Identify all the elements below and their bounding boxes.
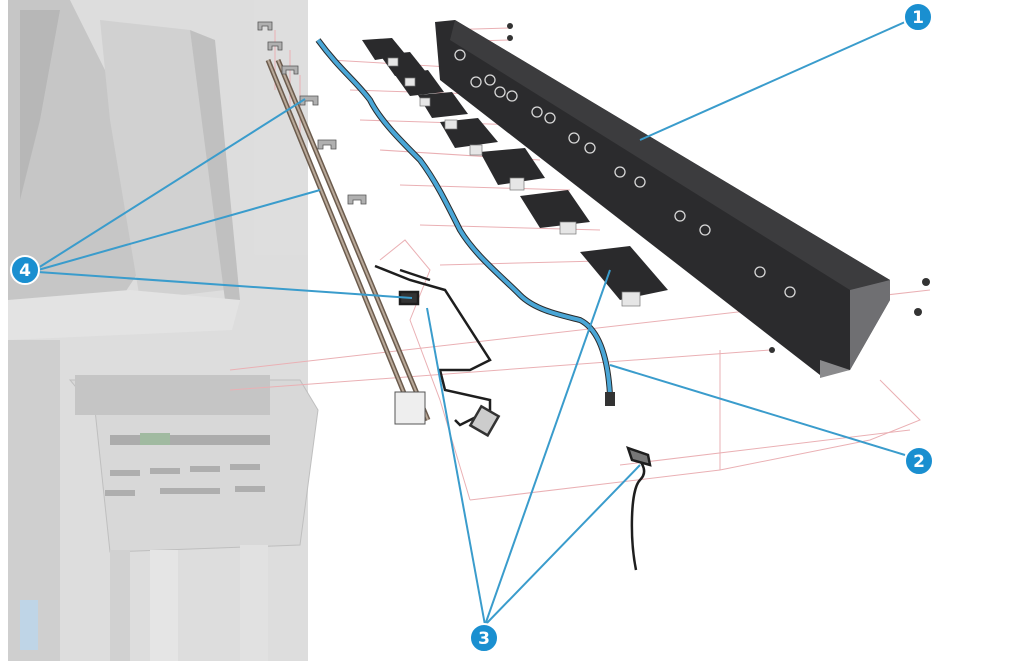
svg-text:2: 2 xyxy=(913,452,925,472)
part-rods xyxy=(257,21,431,425)
leader-lines xyxy=(37,21,906,626)
part-fans xyxy=(362,38,668,307)
callout-3: 3 xyxy=(469,623,499,653)
part-fan-housing xyxy=(435,20,930,378)
part-black-harness xyxy=(374,264,652,571)
printer-background xyxy=(8,0,319,661)
svg-text:4: 4 xyxy=(19,261,31,281)
svg-text:1: 1 xyxy=(912,8,924,28)
part-blue-cable xyxy=(315,38,615,406)
callout-1: 1 xyxy=(903,2,933,32)
callout-2: 2 xyxy=(904,446,934,476)
svg-text:3: 3 xyxy=(478,629,490,649)
callout-4: 4 xyxy=(10,255,40,285)
